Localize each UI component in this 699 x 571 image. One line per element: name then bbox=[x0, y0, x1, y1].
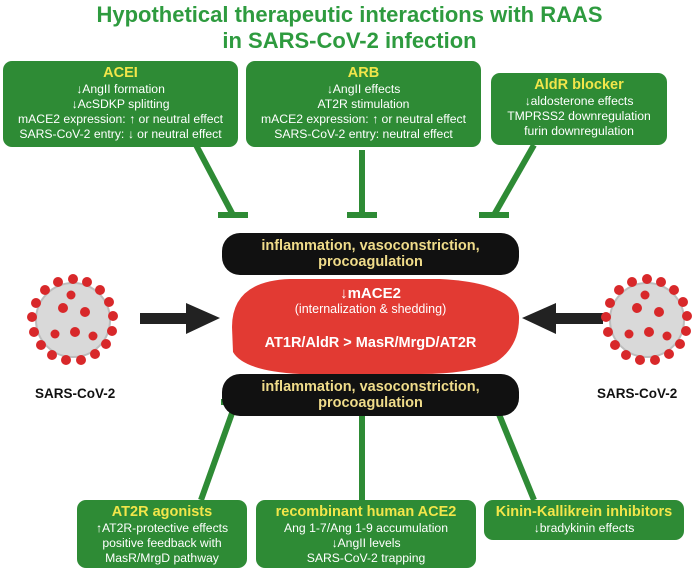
aldr-line-2: TMPRSS2 downregulation bbox=[507, 109, 651, 123]
aldr-box: AldR blocker ↓aldosterone effects TMPRSS… bbox=[491, 73, 667, 145]
arb-line-1: ↓AngII effects bbox=[326, 82, 401, 96]
arb-line-3: mACE2 expression: ↑ or neutral effect bbox=[260, 112, 467, 126]
at2r-inhibition-line-icon bbox=[198, 400, 239, 502]
kinin-line-1: ↓bradykinin effects bbox=[533, 521, 635, 535]
internalization-label: (internalization & shedding) bbox=[294, 302, 447, 316]
acei-box: ACEI ↓AngII formation ↓AcSDKP splitting … bbox=[3, 61, 238, 147]
right-virus-label: SARS-CoV-2 bbox=[597, 386, 678, 401]
bottom-pill-line-2: procoagulation bbox=[318, 395, 423, 411]
arrow-right-icon bbox=[140, 303, 220, 334]
virus-icon-left bbox=[27, 274, 118, 365]
rhace2-line-2: ↓AngII levels bbox=[331, 536, 401, 550]
arb-box: ARB ↓AngII effects AT2R stimulation mACE… bbox=[246, 61, 481, 147]
arb-heading: ARB bbox=[347, 65, 380, 81]
acei-line-4: SARS-CoV-2 entry: ↓ or neutral effect bbox=[19, 127, 222, 141]
top-pill-line-1: inflammation, vasoconstriction, bbox=[261, 238, 480, 254]
kinin-heading: Kinin-Kallikrein inhibitors bbox=[495, 504, 673, 520]
title-line-2: in SARS-CoV-2 infection bbox=[222, 28, 477, 53]
aldr-line-1: ↓aldosterone effects bbox=[524, 94, 634, 108]
bottom-inhibition-lines bbox=[198, 399, 537, 502]
at2r-line-1: ↑AT2R-protective effects bbox=[95, 521, 229, 535]
aldr-inhibition-line-icon bbox=[491, 143, 537, 217]
acei-line-1: ↓AngII formation bbox=[76, 82, 165, 96]
virus-icon-right bbox=[601, 274, 692, 365]
at2r-line-3: MasR/MrgD pathway bbox=[105, 551, 219, 565]
at2r-heading: AT2R agonists bbox=[111, 504, 213, 520]
at2r-line-2: positive feedback with bbox=[102, 536, 222, 550]
acei-line-2: ↓AcSDKP splitting bbox=[71, 97, 170, 111]
bottom-pill-line-1: inflammation, vasoconstriction, bbox=[261, 379, 480, 395]
top-pill-line-2: procoagulation bbox=[318, 254, 423, 270]
mace2-label: ↓mACE2 bbox=[340, 285, 401, 302]
acei-line-3: mACE2 expression: ↑ or neutral effect bbox=[17, 112, 224, 126]
rhace2-heading: recombinant human ACE2 bbox=[275, 504, 457, 520]
kinin-inhibition-line-icon bbox=[491, 400, 537, 502]
rhace2-line-1: Ang 1-7/Ang 1-9 accumulation bbox=[284, 521, 448, 535]
aldr-line-3: furin downregulation bbox=[524, 124, 634, 138]
acei-inhibition-line-icon bbox=[193, 143, 236, 217]
acei-heading: ACEI bbox=[103, 65, 138, 81]
bottom-inflammation-pill: inflammation, vasoconstriction, procoagu… bbox=[222, 374, 519, 416]
rhace2-box: recombinant human ACE2 Ang 1-7/Ang 1-9 a… bbox=[256, 500, 476, 568]
mace2-red-shape bbox=[232, 279, 520, 374]
left-virus-label: SARS-CoV-2 bbox=[35, 386, 116, 401]
title-line-1: Hypothetical therapeutic interactions wi… bbox=[96, 2, 603, 27]
rhace2-line-3: SARS-CoV-2 trapping bbox=[306, 551, 426, 565]
arb-line-4: SARS-CoV-2 entry: neutral effect bbox=[274, 127, 453, 141]
kinin-kallikrein-box: Kinin-Kallikrein inhibitors ↓bradykinin … bbox=[484, 500, 684, 540]
aldr-heading: AldR blocker bbox=[534, 77, 624, 93]
arrow-left-icon bbox=[522, 303, 603, 334]
at2r-agonists-box: AT2R agonists ↑AT2R-protective effects p… bbox=[77, 500, 247, 568]
diagram-title: Hypothetical therapeutic interactions wi… bbox=[0, 2, 699, 54]
top-inhibition-lines bbox=[193, 143, 537, 218]
receptor-balance-label: AT1R/AldR > MasR/MrgD/AT2R bbox=[264, 335, 477, 351]
top-inflammation-pill: inflammation, vasoconstriction, procoagu… bbox=[222, 233, 519, 275]
arb-line-2: AT2R stimulation bbox=[317, 97, 410, 111]
